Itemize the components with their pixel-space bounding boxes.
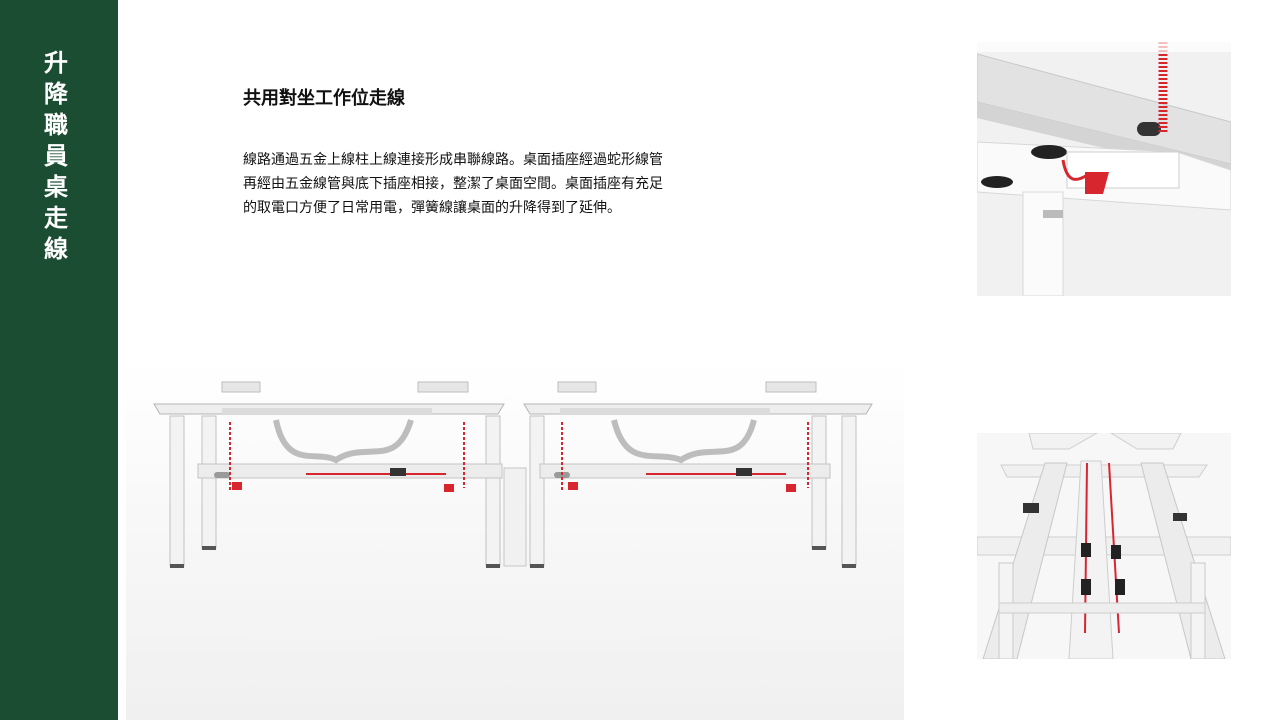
- cable-tray-illustration: [977, 433, 1231, 659]
- title-char: 走: [44, 204, 68, 232]
- desk-frame-left: [153, 381, 505, 567]
- desk-assembly-photo: [126, 360, 904, 720]
- desk-frame-right: [523, 381, 873, 567]
- paragraph-line: 的取電口方便了日常用電，彈簧線讓桌面的升降得到了延伸。: [243, 200, 621, 216]
- sidebar: 升 降 職 員 桌 走 線: [0, 0, 118, 720]
- vertical-title: 升 降 職 員 桌 走 線: [0, 48, 112, 265]
- section-heading: 共用對坐工作位走線: [243, 88, 405, 109]
- underside-closeup-photo: [977, 42, 1231, 296]
- paragraph-line: 再經由五金線管與底下插座相接，整潔了桌面空間。桌面插座有充足: [243, 176, 663, 192]
- section-paragraph: 線路通過五金上線柱上線連接形成串聯線路。桌面插座經過蛇形線管 再經由五金線管與底…: [243, 148, 733, 220]
- title-char: 職: [44, 111, 68, 139]
- title-char: 員: [44, 142, 68, 170]
- desk-assembly-illustration: [126, 360, 904, 720]
- underside-closeup-illustration: [977, 42, 1231, 296]
- title-char: 線: [44, 235, 68, 263]
- title-char: 升: [44, 49, 68, 77]
- cable-tray-photo: [977, 433, 1231, 659]
- title-char: 桌: [44, 173, 68, 201]
- paragraph-line: 線路通過五金上線柱上線連接形成串聯線路。桌面插座經過蛇形線管: [243, 152, 663, 168]
- title-char: 降: [44, 80, 68, 108]
